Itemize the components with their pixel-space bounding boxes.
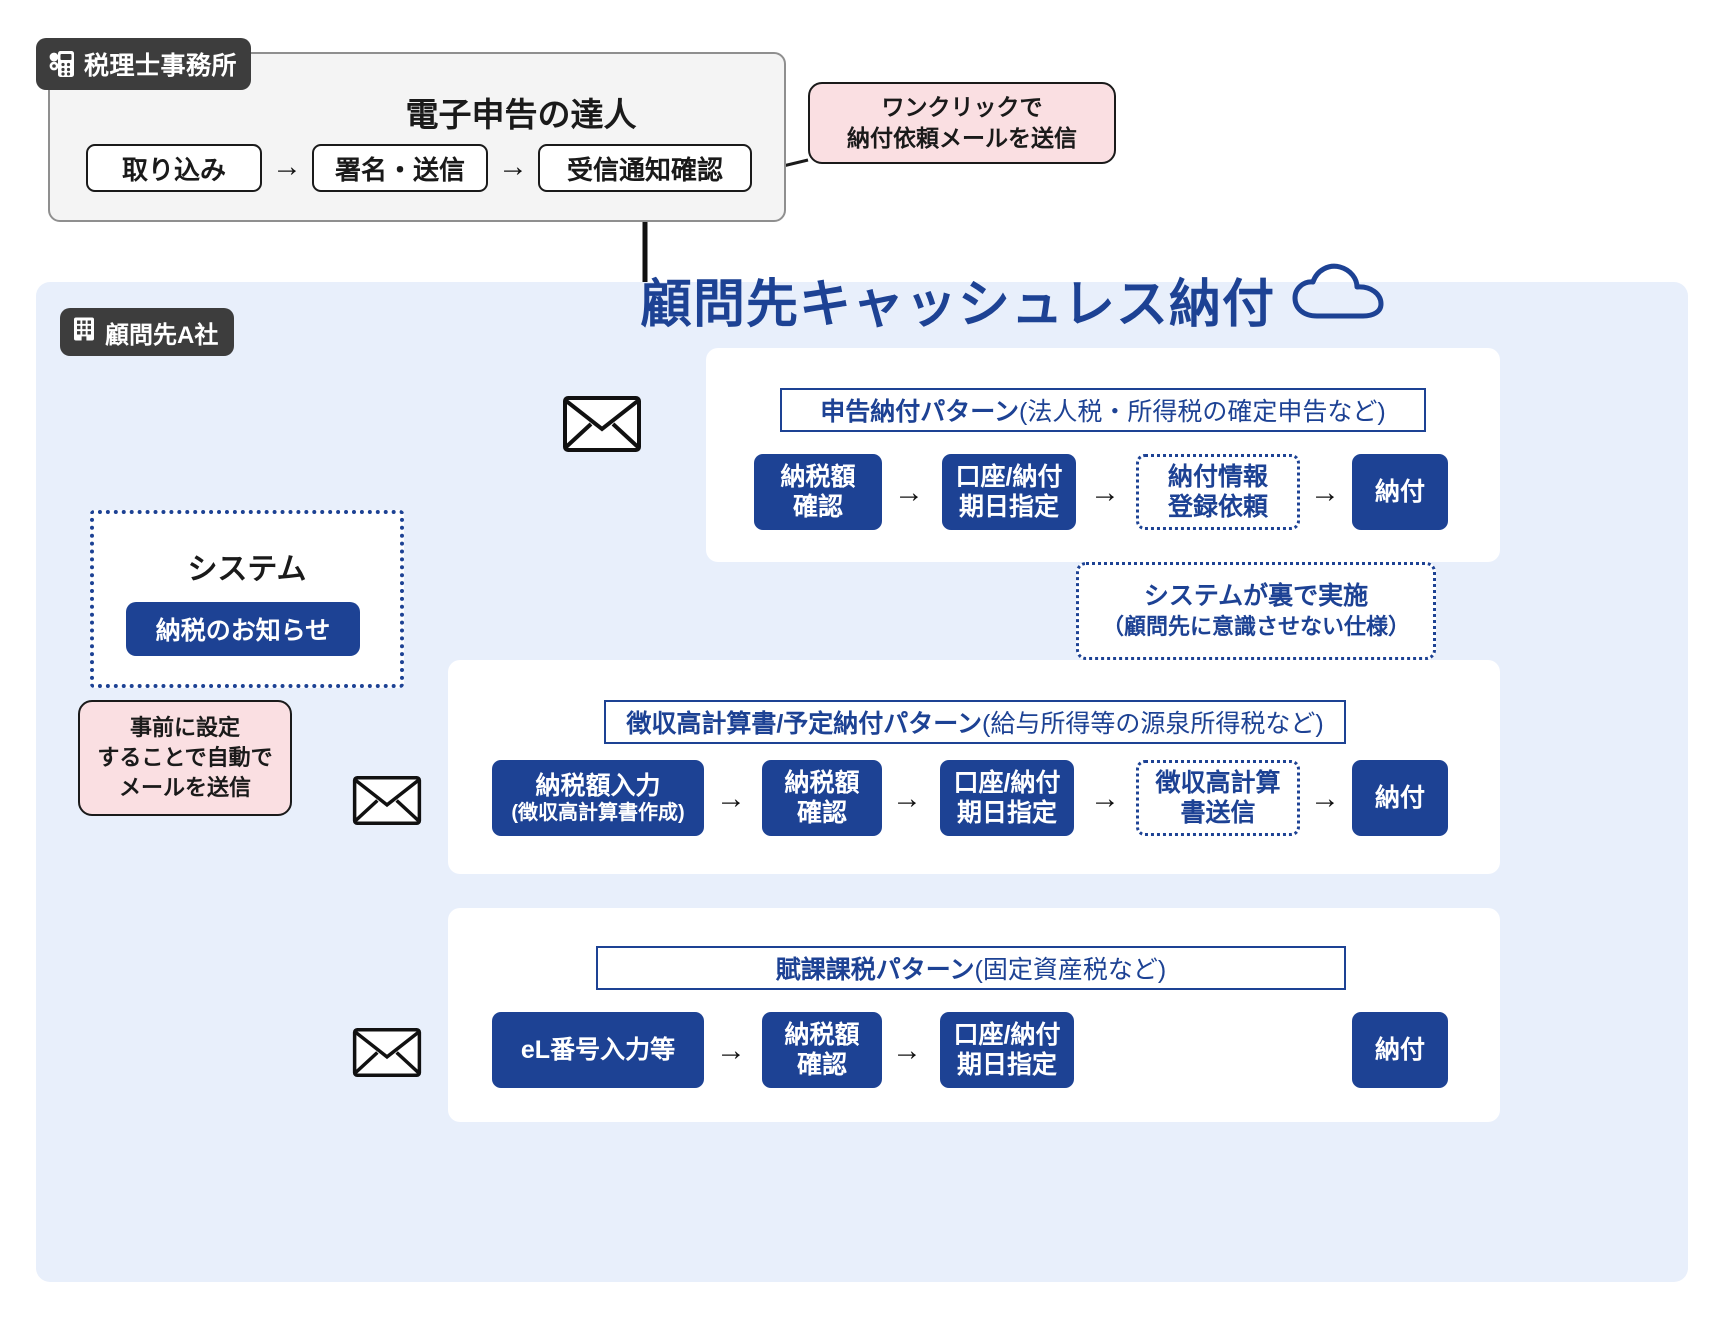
pattern-1-title: 申告納付パターン: [820, 398, 1020, 426]
system-box-title: システム: [187, 553, 307, 586]
p1-step3-line2: 登録依頼: [1167, 493, 1268, 521]
p1-step2-line2: 期日指定: [958, 493, 1059, 521]
p1-step2-line1: 口座/納付: [955, 463, 1063, 491]
system-note-line2: （顧問先に意識させない仕様）: [1101, 613, 1410, 639]
p1-step-payment-info-request[interactable]: 納付情報 登録依頼: [1136, 454, 1300, 530]
pattern-1-subtitle: (法人税・所得税の確定申告など): [1019, 398, 1386, 426]
p1-step3-line1: 納付情報: [1167, 463, 1268, 491]
envelope-icon-1: [562, 386, 642, 459]
office-arrow-1: →: [272, 150, 302, 183]
p2-step-account-date[interactable]: 口座/納付 期日指定: [940, 760, 1074, 836]
callout-left-line2: することで自動で: [97, 745, 273, 771]
p2-step2-line2: 確認: [796, 799, 847, 827]
pattern-header-levy: 賦課課税パターン(固定資産税など): [596, 946, 1346, 990]
p1-step-account-date[interactable]: 口座/納付 期日指定: [942, 454, 1076, 530]
p2-step-pay[interactable]: 納付: [1352, 760, 1448, 836]
p1-step-pay[interactable]: 納付: [1352, 454, 1448, 530]
system-note-line1: システムが裏で実施: [1143, 582, 1369, 611]
envelope-icon-3: [352, 1018, 422, 1085]
pattern-3-title: 賦課課税パターン: [775, 956, 975, 984]
p2-step4-line2: 書送信: [1180, 799, 1256, 827]
office-step-sign-send[interactable]: 署名・送信: [312, 144, 488, 192]
p3-step1-line1: eL番号入力等: [520, 1036, 676, 1064]
p3-arrow-2: →: [892, 1034, 922, 1067]
p2-arrow-3: →: [1090, 782, 1120, 815]
p3-step-amount-check[interactable]: 納税額 確認: [762, 1012, 882, 1088]
p1-step1-line1: 納税額: [780, 463, 856, 491]
p2-step-statement-send[interactable]: 徴収高計算 書送信: [1136, 760, 1300, 836]
p3-arrow-1: →: [716, 1034, 746, 1067]
cloud-icon: [1291, 262, 1387, 337]
p3-step2-line2: 確認: [796, 1051, 847, 1079]
p3-step-account-date[interactable]: 口座/納付 期日指定: [940, 1012, 1074, 1088]
p3-step-pay[interactable]: 納付: [1352, 1012, 1448, 1088]
office-step-receipt-check[interactable]: 受信通知確認: [538, 144, 752, 192]
section-headline: 顧問先キャッシュレス納付: [640, 262, 1387, 337]
p2-step1-line2: (徴収高計算書作成): [511, 802, 685, 824]
callout-auto-mail-setting: 事前に設定 することで自動で メールを送信: [78, 700, 292, 816]
pattern-3-subtitle: (固定資産税など): [974, 956, 1167, 984]
p2-arrow-2: →: [892, 782, 922, 815]
p2-step2-line1: 納税額: [784, 769, 860, 797]
p3-step2-line1: 納税額: [784, 1021, 860, 1049]
office-step-import[interactable]: 取り込み: [86, 144, 262, 192]
page-title: 電子申告の達人: [405, 96, 637, 133]
p2-step5-line1: 納付: [1374, 784, 1425, 812]
p1-step1-line2: 確認: [792, 493, 843, 521]
p1-arrow-3: →: [1310, 476, 1340, 509]
p1-step4-line1: 納付: [1374, 478, 1425, 506]
p2-step-amount-input[interactable]: 納税額入力 (徴収高計算書作成): [492, 760, 704, 836]
p2-arrow-4: →: [1310, 782, 1340, 815]
p1-step-amount-check[interactable]: 納税額 確認: [754, 454, 882, 530]
p1-arrow-1: →: [894, 476, 924, 509]
pattern-header-withholding: 徴収高計算書/予定納付パターン(給与所得等の源泉所得税など): [604, 700, 1346, 744]
headline-text: 顧問先キャッシュレス納付: [640, 276, 1275, 334]
system-tax-notice-chip[interactable]: 納税のお知らせ: [126, 602, 360, 656]
office-arrow-2: →: [498, 150, 528, 183]
envelope-icon-2: [352, 766, 422, 833]
callout-one-click-mail: ワンクリックで 納付依頼メールを送信: [808, 82, 1116, 164]
client-company-label: 顧問先A社: [105, 321, 219, 349]
p2-step3-line2: 期日指定: [956, 799, 1057, 827]
callout-left-line1: 事前に設定: [129, 715, 240, 741]
p2-step3-line1: 口座/納付: [953, 769, 1061, 797]
p3-step3-line2: 期日指定: [956, 1051, 1057, 1079]
p2-step-amount-check[interactable]: 納税額 確認: [762, 760, 882, 836]
p3-step4-line1: 納付: [1374, 1036, 1425, 1064]
callout-top-line2: 納付依頼メールを送信: [847, 125, 1077, 151]
pattern-2-subtitle: (給与所得等の源泉所得税など): [982, 710, 1324, 738]
p2-arrow-1: →: [716, 782, 746, 815]
p3-step3-line1: 口座/納付: [953, 1021, 1061, 1049]
p1-arrow-2: →: [1090, 476, 1120, 509]
system-box: [90, 510, 404, 688]
tax-office-tag: 税理士事務所: [36, 38, 252, 90]
system-background-note: システムが裏で実施 （顧問先に意識させない仕様）: [1076, 562, 1436, 660]
client-company-tag: 顧問先A社: [60, 308, 235, 356]
p2-step4-line1: 徴収高計算: [1155, 769, 1281, 797]
calculator-icon: [48, 49, 76, 79]
callout-top-line1: ワンクリックで: [881, 93, 1043, 120]
callout-left-line3: メールを送信: [118, 774, 251, 800]
tax-office-tag-label: 税理士事務所: [84, 52, 238, 80]
building-icon: [72, 316, 96, 349]
p3-step-el-number-input[interactable]: eL番号入力等: [492, 1012, 704, 1088]
pattern-header-declaration: 申告納付パターン(法人税・所得税の確定申告など): [780, 388, 1426, 432]
pattern-2-title: 徴収高計算書/予定納付パターン: [626, 710, 983, 738]
p2-step1-line1: 納税額入力: [535, 772, 661, 800]
